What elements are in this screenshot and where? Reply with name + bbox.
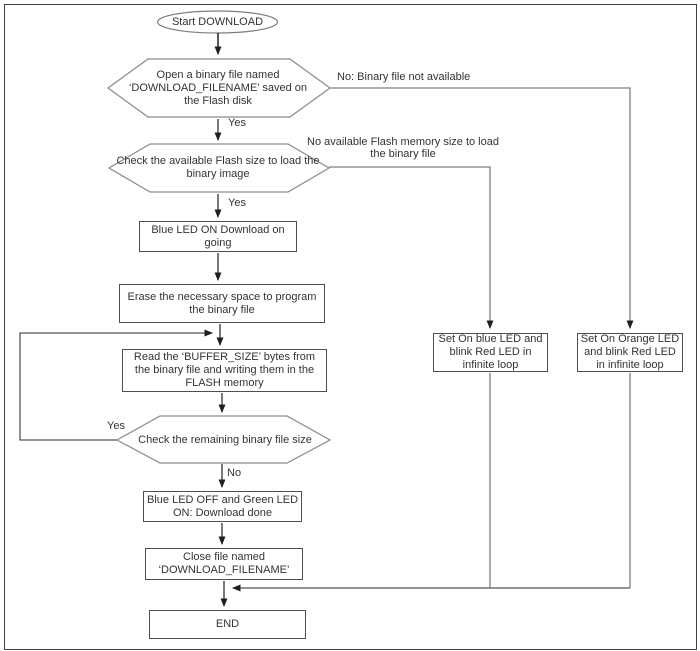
decision-check-remaining-size: Check the remaining binary file size: [138, 433, 312, 446]
decision-remaining-shape: [115, 415, 332, 464]
process-close-file: Close file named ‘DOWNLOAD_FILENAME’: [145, 548, 303, 580]
connector-no-flash-to-blue-box: [329, 166, 494, 329]
decision-flash-size-shape: [107, 143, 331, 193]
decision-check-flash-size: Check the available Flash size to load t…: [116, 155, 320, 180]
edge-label-no-remaining: No: [227, 467, 242, 479]
process-blue-led-blink-red: Set On blue LED and blink Red LED in inf…: [433, 333, 548, 372]
start-terminator: Start DOWNLOAD: [171, 15, 264, 28]
connector-no-binary-to-orange-box: [330, 87, 634, 329]
edge-label-no-binary-file: No: Binary file not available: [337, 71, 471, 83]
process-orange-led-blink-red: Set On Orange LED and blink Red LED in i…: [577, 333, 683, 372]
edge-label-yes-open: Yes: [228, 117, 246, 129]
process-download-done: Blue LED OFF and Green LED ON: Download …: [143, 491, 302, 522]
process-read-buffer: Read the ‘BUFFER_SIZE’ bytes from the bi…: [122, 349, 327, 392]
edge-label-yes-remaining: Yes: [107, 420, 125, 432]
connector-loop-yes-back: [19, 329, 213, 441]
edge-label-yes-flash: Yes: [228, 197, 246, 209]
process-erase-space: Erase the necessary space to program the…: [119, 284, 325, 323]
process-blue-led-on: Blue LED ON Download on going: [139, 221, 297, 252]
edge-label-no-flash-memory: No available Flash memory size to load t…: [307, 136, 499, 160]
decision-open-binary-file: Open a binary file named ‘DOWNLOAD_FILEN…: [128, 68, 308, 107]
end-terminator: END: [149, 610, 306, 639]
